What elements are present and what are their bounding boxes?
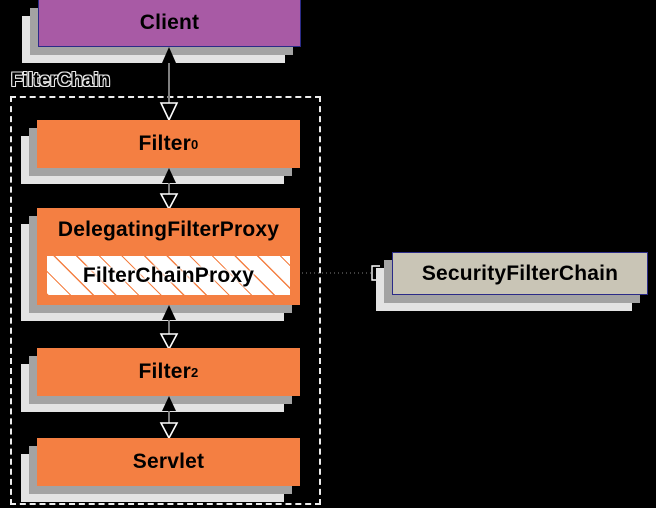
node-securityfilterchain[interactable]: SecurityFilterChain bbox=[392, 252, 648, 295]
filterchain-container-label: FilterChain bbox=[11, 70, 111, 91]
arrow-delegatingfilterproxy-filter2 bbox=[158, 305, 180, 349]
node-filterchainproxy[interactable]: FilterChainProxy bbox=[46, 255, 291, 296]
node-delegatingfilterproxy[interactable]: DelegatingFilterProxy FilterChainProxy bbox=[37, 208, 300, 305]
node-client-label: Client bbox=[139, 11, 200, 34]
node-delegatingfilterproxy-label: DelegatingFilterProxy bbox=[57, 218, 280, 241]
node-filter2-label: Filter bbox=[138, 360, 192, 383]
node-servlet-label: Servlet bbox=[132, 450, 205, 473]
node-filter2-subscript: 2 bbox=[191, 364, 199, 380]
node-servlet[interactable]: Servlet bbox=[37, 438, 300, 486]
filterchain-container bbox=[10, 96, 321, 505]
node-filter0-label: Filter bbox=[138, 132, 192, 155]
arrow-filter2-servlet bbox=[158, 396, 180, 438]
node-filter0-subscript: 0 bbox=[191, 136, 199, 152]
arrow-client-filter0 bbox=[158, 47, 180, 120]
node-client[interactable]: Client bbox=[38, 0, 301, 47]
node-securityfilterchain-label: SecurityFilterChain bbox=[421, 261, 619, 285]
node-filterchainproxy-label: FilterChainProxy bbox=[82, 263, 255, 287]
arrow-filter0-delegatingfilterproxy bbox=[158, 168, 180, 209]
